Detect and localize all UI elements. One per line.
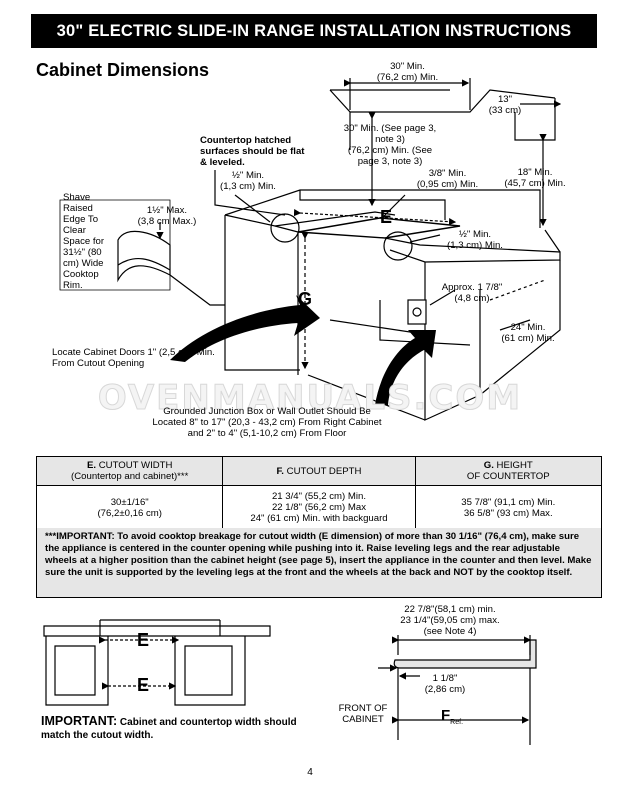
approx-178-label: Approx. 1 7/8" (4,8 cm) xyxy=(441,282,503,304)
table-header-g: G. HEIGHT OF COUNTERTOP xyxy=(414,456,603,486)
bottom-e-bottom-letter: E xyxy=(137,675,150,695)
twentyfour-label: 24" Min. (61 cm) Min. xyxy=(501,322,555,344)
depth-range-label: 22 7/8"(58,1 cm) min. 23 1/4"(59,05 cm) … xyxy=(400,604,500,637)
table-cell-g: 35 7/8" (91,1 cm) Min. 36 5/8" (93 cm) M… xyxy=(414,485,603,530)
table-cell-e: 30±1/16" (76,2±0,16 cm) xyxy=(35,485,224,530)
table-header-f: F. CUTOUT DEPTH xyxy=(222,456,416,486)
one-half-max-label: 1½" Max. (3,8 cm Max.) xyxy=(137,205,197,227)
bottom-e-top-letter: E xyxy=(137,630,150,650)
three-eighths-label: 3/8" Min. (0,95 cm) Min. xyxy=(416,168,479,190)
dimension-e-letter: E xyxy=(380,207,393,227)
junction-box-label: Grounded Junction Box or Wall Outlet Sho… xyxy=(152,406,382,439)
important-text: Cabinet and countertop width should matc… xyxy=(41,717,297,741)
half-inch-right-label: ½" Min. (1,3 cm) Min. xyxy=(447,229,503,251)
f-ref-letter: FRef. xyxy=(441,707,464,727)
one-eighth-label: 1 1/8" (2,86 cm) xyxy=(424,673,466,695)
front-of-cabinet-label: FRONT OF CABINET xyxy=(338,703,388,725)
table-header-e: E. CUTOUT WIDTH (Countertop and cabinet)… xyxy=(35,456,224,486)
upper-13-label: 13" (33 cm) xyxy=(488,94,522,116)
top-30-label: 30" Min. (76,2 cm) Min. xyxy=(376,61,439,83)
countertop-hatched-label: Countertop hatched surfaces should be fl… xyxy=(200,135,305,168)
page-header: 30" ELECTRIC SLIDE-IN RANGE INSTALLATION… xyxy=(31,14,597,48)
bottom-important-note: IMPORTANT: Cabinet and countertop width … xyxy=(41,715,301,742)
shave-edge-label: Shave Raised Edge To Clear Space for 31½… xyxy=(63,192,105,291)
section-title: Cabinet Dimensions xyxy=(36,60,210,80)
dimension-g-letter: G xyxy=(298,289,313,309)
watermark: OVENMANUALS.COM xyxy=(97,378,523,419)
page-number: 4 xyxy=(307,767,313,778)
eighteen-label: 18" Min. (45,7 cm) Min. xyxy=(504,167,566,189)
half-inch-left-label: ½" Min. (1,3 cm) Min. xyxy=(220,170,276,192)
important-note: ***IMPORTANT: To avoid cooktop breakage … xyxy=(36,528,602,598)
table-row: 30±1/16" (76,2±0,16 cm) 21 3/4" (55,2 cm… xyxy=(35,485,603,530)
upper-30-note-label: 30" Min. (See page 3, note 3) (76,2 cm) … xyxy=(343,123,437,167)
table-header-row: E. CUTOUT WIDTH (Countertop and cabinet)… xyxy=(35,456,603,486)
table-cell-f: 21 3/4" (55,2 cm) Min. 22 1/8" (56,2 cm)… xyxy=(222,485,416,530)
locate-doors-label: Locate Cabinet Doors 1" (2,5 cm) Min. Fr… xyxy=(52,347,215,369)
dimensions-table: E. CUTOUT WIDTH (Countertop and cabinet)… xyxy=(35,456,603,530)
important-heading: IMPORTANT: xyxy=(41,714,118,728)
